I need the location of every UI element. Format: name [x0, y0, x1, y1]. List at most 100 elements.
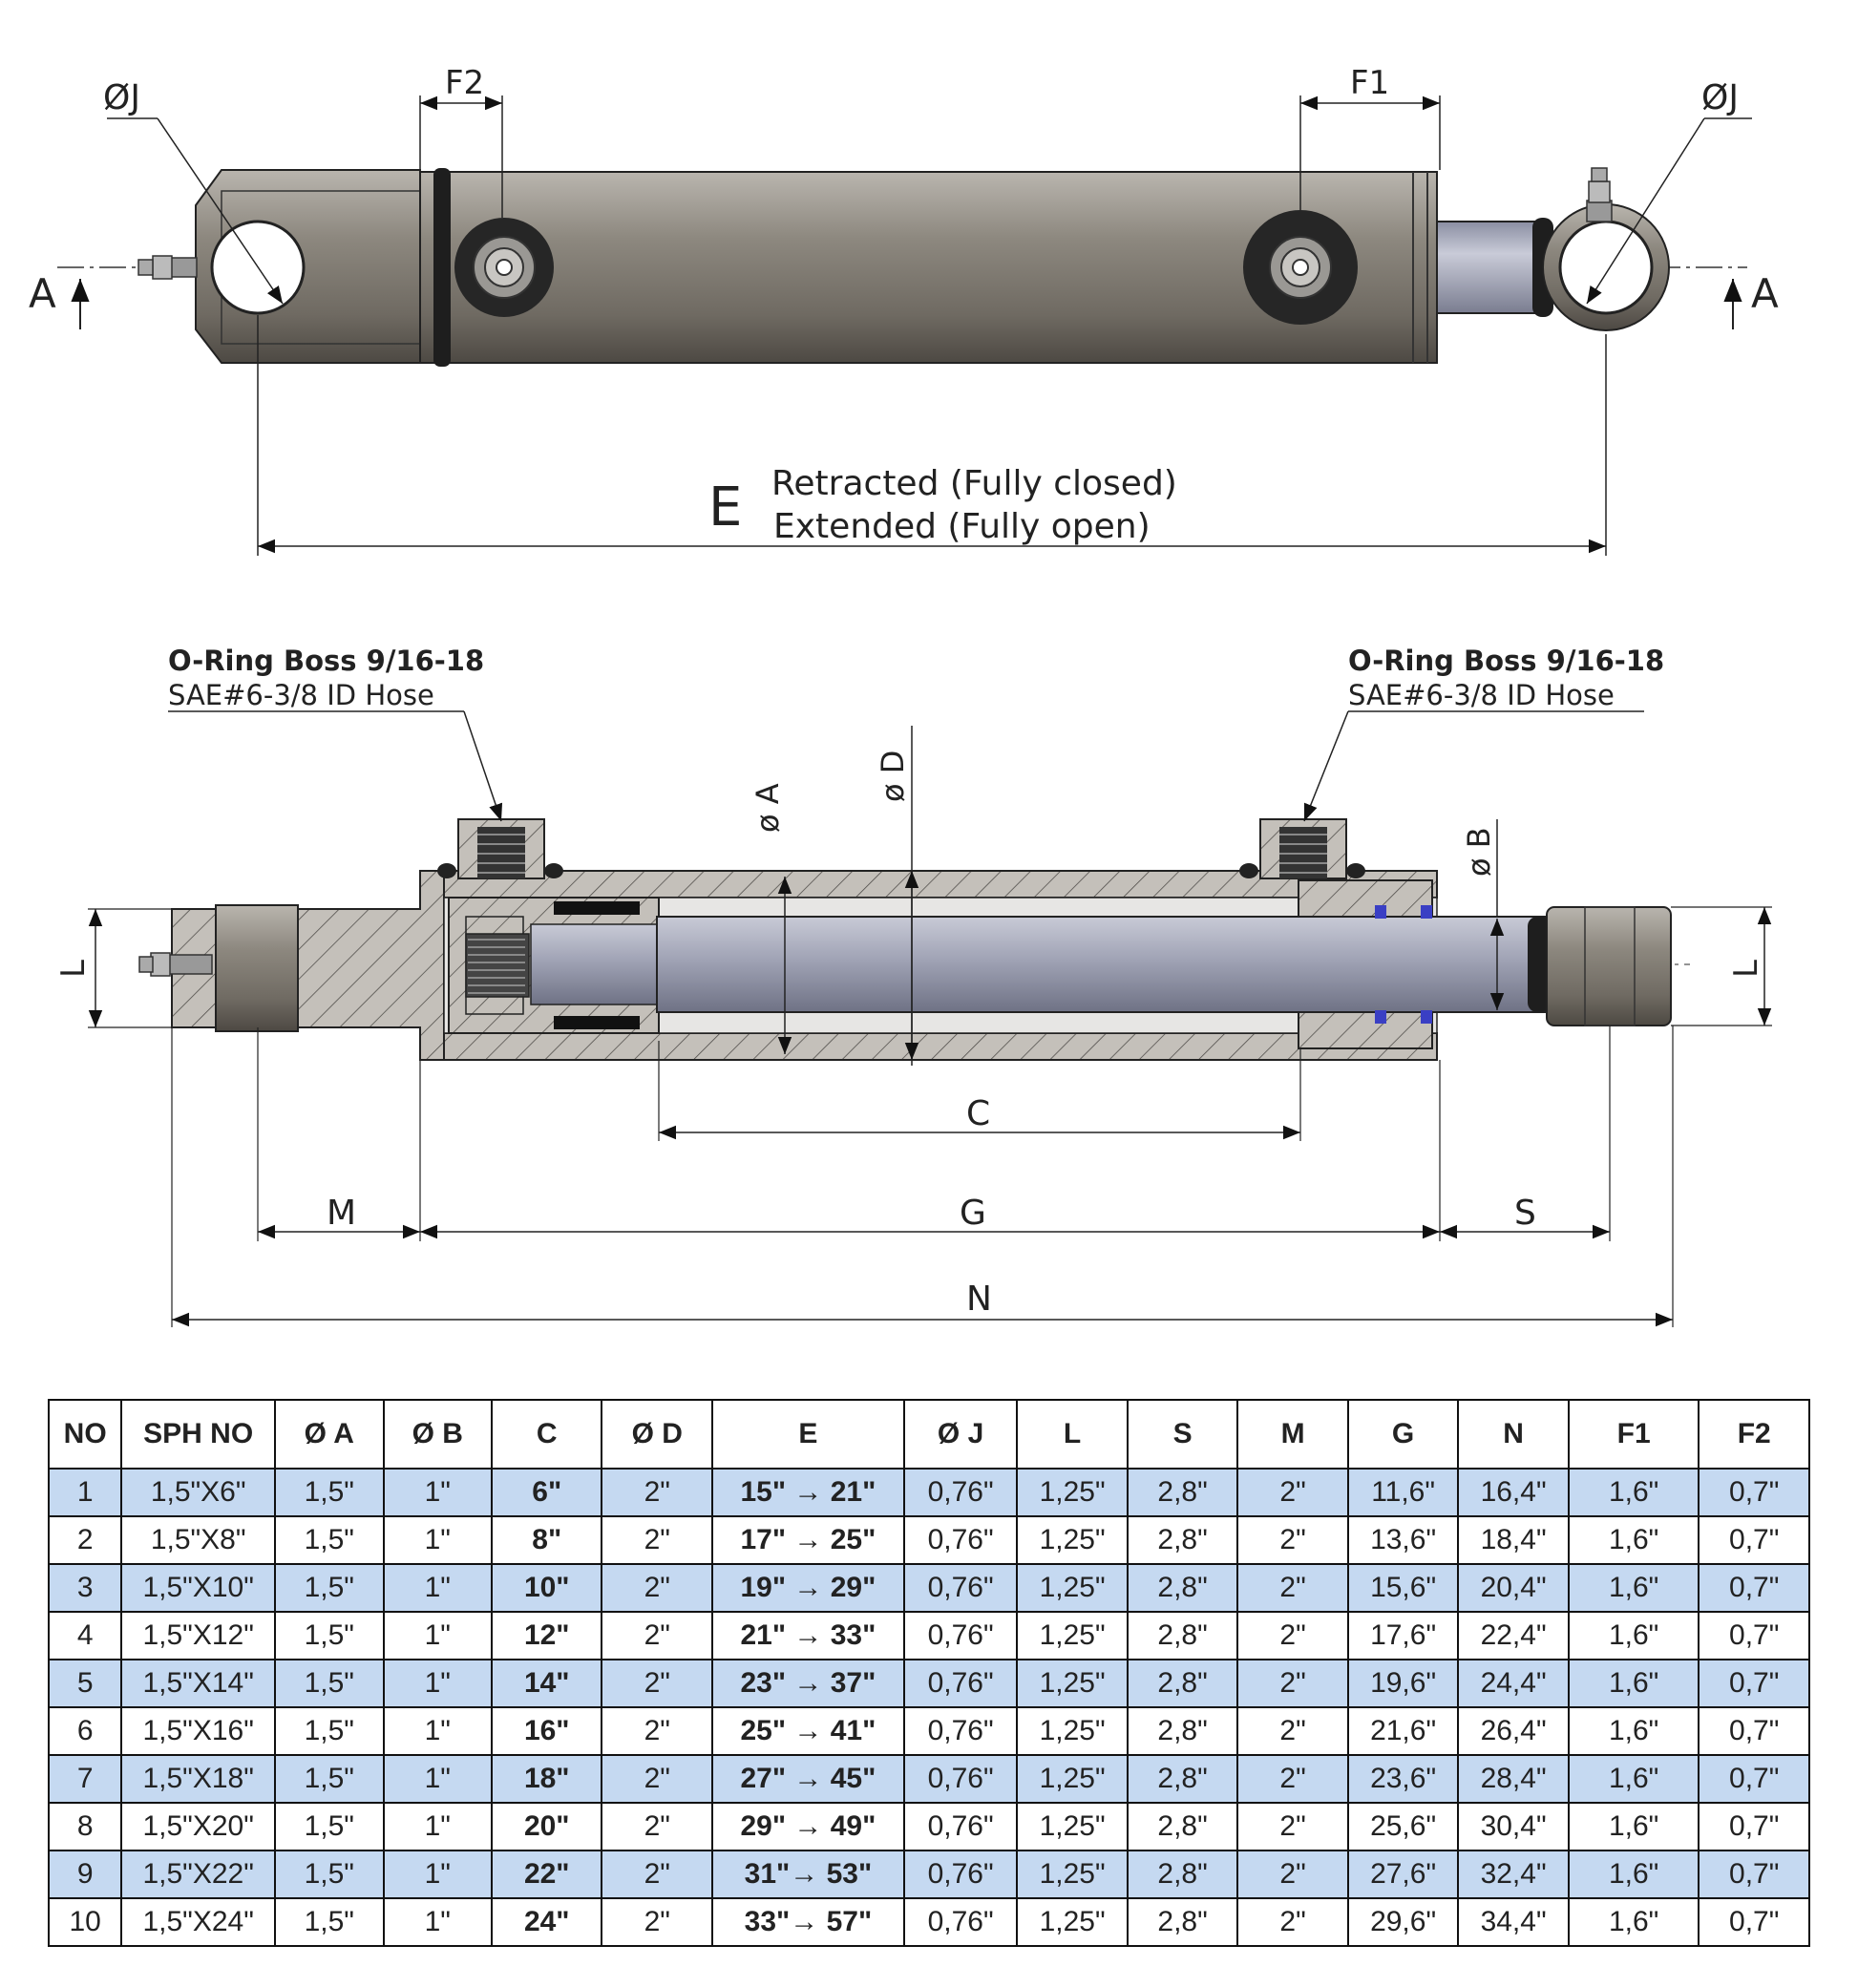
table-cell: 0,76" — [902, 1468, 1019, 1517]
label-dia-a: ø A — [750, 783, 786, 833]
table-cell: 1,6" — [1567, 1754, 1700, 1804]
table-cell: 1,5" — [274, 1897, 385, 1947]
table-header-row: NO SPH NO Ø A Ø B C Ø D E Ø J L S M G N … — [47, 1399, 1810, 1470]
label-section-a-right: A — [1751, 270, 1779, 317]
port-left-title: O-Ring Boss 9/16-18 — [168, 645, 484, 677]
table-cell: 1,5"X22" — [120, 1850, 277, 1899]
header-cell: Ø D — [601, 1399, 713, 1470]
table-cell: 1,5"X16" — [120, 1706, 277, 1756]
table-cell: 1" — [382, 1897, 493, 1947]
label-s: S — [1514, 1194, 1536, 1233]
table-cell: 0,76" — [902, 1897, 1019, 1947]
table-cell: 0,76" — [902, 1802, 1019, 1851]
table-cell: 0,76" — [902, 1659, 1019, 1708]
table-cell: 1,25" — [1016, 1850, 1129, 1899]
table-cell: 0,7" — [1698, 1515, 1810, 1565]
table-cell: 1,25" — [1016, 1611, 1129, 1660]
port-left-top — [454, 218, 554, 317]
table-cell: 0,7" — [1698, 1659, 1810, 1708]
label-c: C — [966, 1094, 990, 1133]
table-cell: 1" — [382, 1754, 493, 1804]
table-cell: 2" — [1236, 1802, 1349, 1851]
table-cell: 2" — [1236, 1897, 1349, 1947]
table-cell: 2" — [601, 1563, 713, 1613]
port-right-top — [1243, 210, 1358, 325]
header-cell: E — [710, 1399, 905, 1470]
label-l-left: L — [54, 960, 93, 978]
table-cell: 1,25" — [1016, 1897, 1129, 1947]
table-cell: 1,25" — [1016, 1706, 1129, 1756]
table-cell: 33"→ 57" — [710, 1897, 905, 1947]
header-cell: Ø A — [274, 1399, 385, 1470]
header-cell: G — [1346, 1399, 1460, 1470]
table-cell: 1,25" — [1016, 1802, 1129, 1851]
header-cell: SPH NO — [120, 1399, 277, 1470]
label-dia-b: ø B — [1461, 827, 1497, 877]
table-cell: 2,8" — [1126, 1706, 1239, 1756]
table-cell: 2,8" — [1126, 1515, 1239, 1565]
label-e-extended: Extended (Fully open) — [773, 507, 1151, 546]
table-cell: 23" → 37" — [710, 1659, 905, 1708]
port-right-sub: SAE#6-3/8 ID Hose — [1348, 679, 1615, 711]
table-cell: 2" — [601, 1802, 713, 1851]
table-cell: 1,6" — [1567, 1515, 1700, 1565]
table-cell: 24,4" — [1457, 1659, 1570, 1708]
table-cell: 23,6" — [1346, 1754, 1460, 1804]
cylinder-drawing: ØJ ØJ F2 F1 A A E Retracted (Fully close… — [29, 64, 1779, 1327]
table-cell: 29,6" — [1346, 1897, 1460, 1947]
table-cell: 12" — [490, 1611, 603, 1660]
table-cell: 0,76" — [902, 1706, 1019, 1756]
table-cell: 0,7" — [1698, 1706, 1810, 1756]
table-cell: 2,8" — [1126, 1802, 1239, 1851]
table-cell: 1,5"X10" — [120, 1563, 277, 1613]
table-cell: 1,5" — [274, 1754, 385, 1804]
table-cell: 0,7" — [1698, 1850, 1810, 1899]
table-cell: 1" — [382, 1468, 493, 1517]
table-cell: 1 — [47, 1468, 123, 1517]
table-cell: 2,8" — [1126, 1611, 1239, 1660]
table-cell: 6" — [490, 1468, 603, 1517]
table-cell: 14" — [490, 1659, 603, 1708]
table-cell: 0,76" — [902, 1754, 1019, 1804]
table-cell: 1,5"X6" — [120, 1468, 277, 1517]
table-cell: 1,6" — [1567, 1706, 1700, 1756]
table-cell: 22" — [490, 1850, 603, 1899]
table-cell: 34,4" — [1457, 1897, 1570, 1947]
table-cell: 18,4" — [1457, 1515, 1570, 1565]
table-cell: 17" → 25" — [710, 1515, 905, 1565]
table-cell: 8" — [490, 1515, 603, 1565]
table-cell: 32,4" — [1457, 1850, 1570, 1899]
table-cell: 2,8" — [1126, 1563, 1239, 1613]
table-cell: 16" — [490, 1706, 603, 1756]
header-cell: N — [1457, 1399, 1570, 1470]
table-cell: 1,25" — [1016, 1754, 1129, 1804]
table-cell: 2,8" — [1126, 1897, 1239, 1947]
table-cell: 29" → 49" — [710, 1802, 905, 1851]
table-cell: 24" — [490, 1897, 603, 1947]
table-cell: 20" — [490, 1802, 603, 1851]
table-cell: 27,6" — [1346, 1850, 1460, 1899]
table-cell: 2" — [601, 1659, 713, 1708]
table-cell: 1,5" — [274, 1850, 385, 1899]
table-cell: 2" — [1236, 1706, 1349, 1756]
table-cell: 1,25" — [1016, 1659, 1129, 1708]
table-cell: 7 — [47, 1754, 123, 1804]
header-cell: C — [490, 1399, 603, 1470]
table-cell: 1,25" — [1016, 1468, 1129, 1517]
label-section-a-left: A — [29, 270, 56, 317]
table-cell: 2" — [1236, 1659, 1349, 1708]
header-cell: NO — [47, 1399, 123, 1470]
table-cell: 30,4" — [1457, 1802, 1570, 1851]
table-cell: 15,6" — [1346, 1563, 1460, 1613]
table-cell: 1,25" — [1016, 1563, 1129, 1613]
table-cell: 1,5"X8" — [120, 1515, 277, 1565]
table-cell: 25" → 41" — [710, 1706, 905, 1756]
table-cell: 10" — [490, 1563, 603, 1613]
